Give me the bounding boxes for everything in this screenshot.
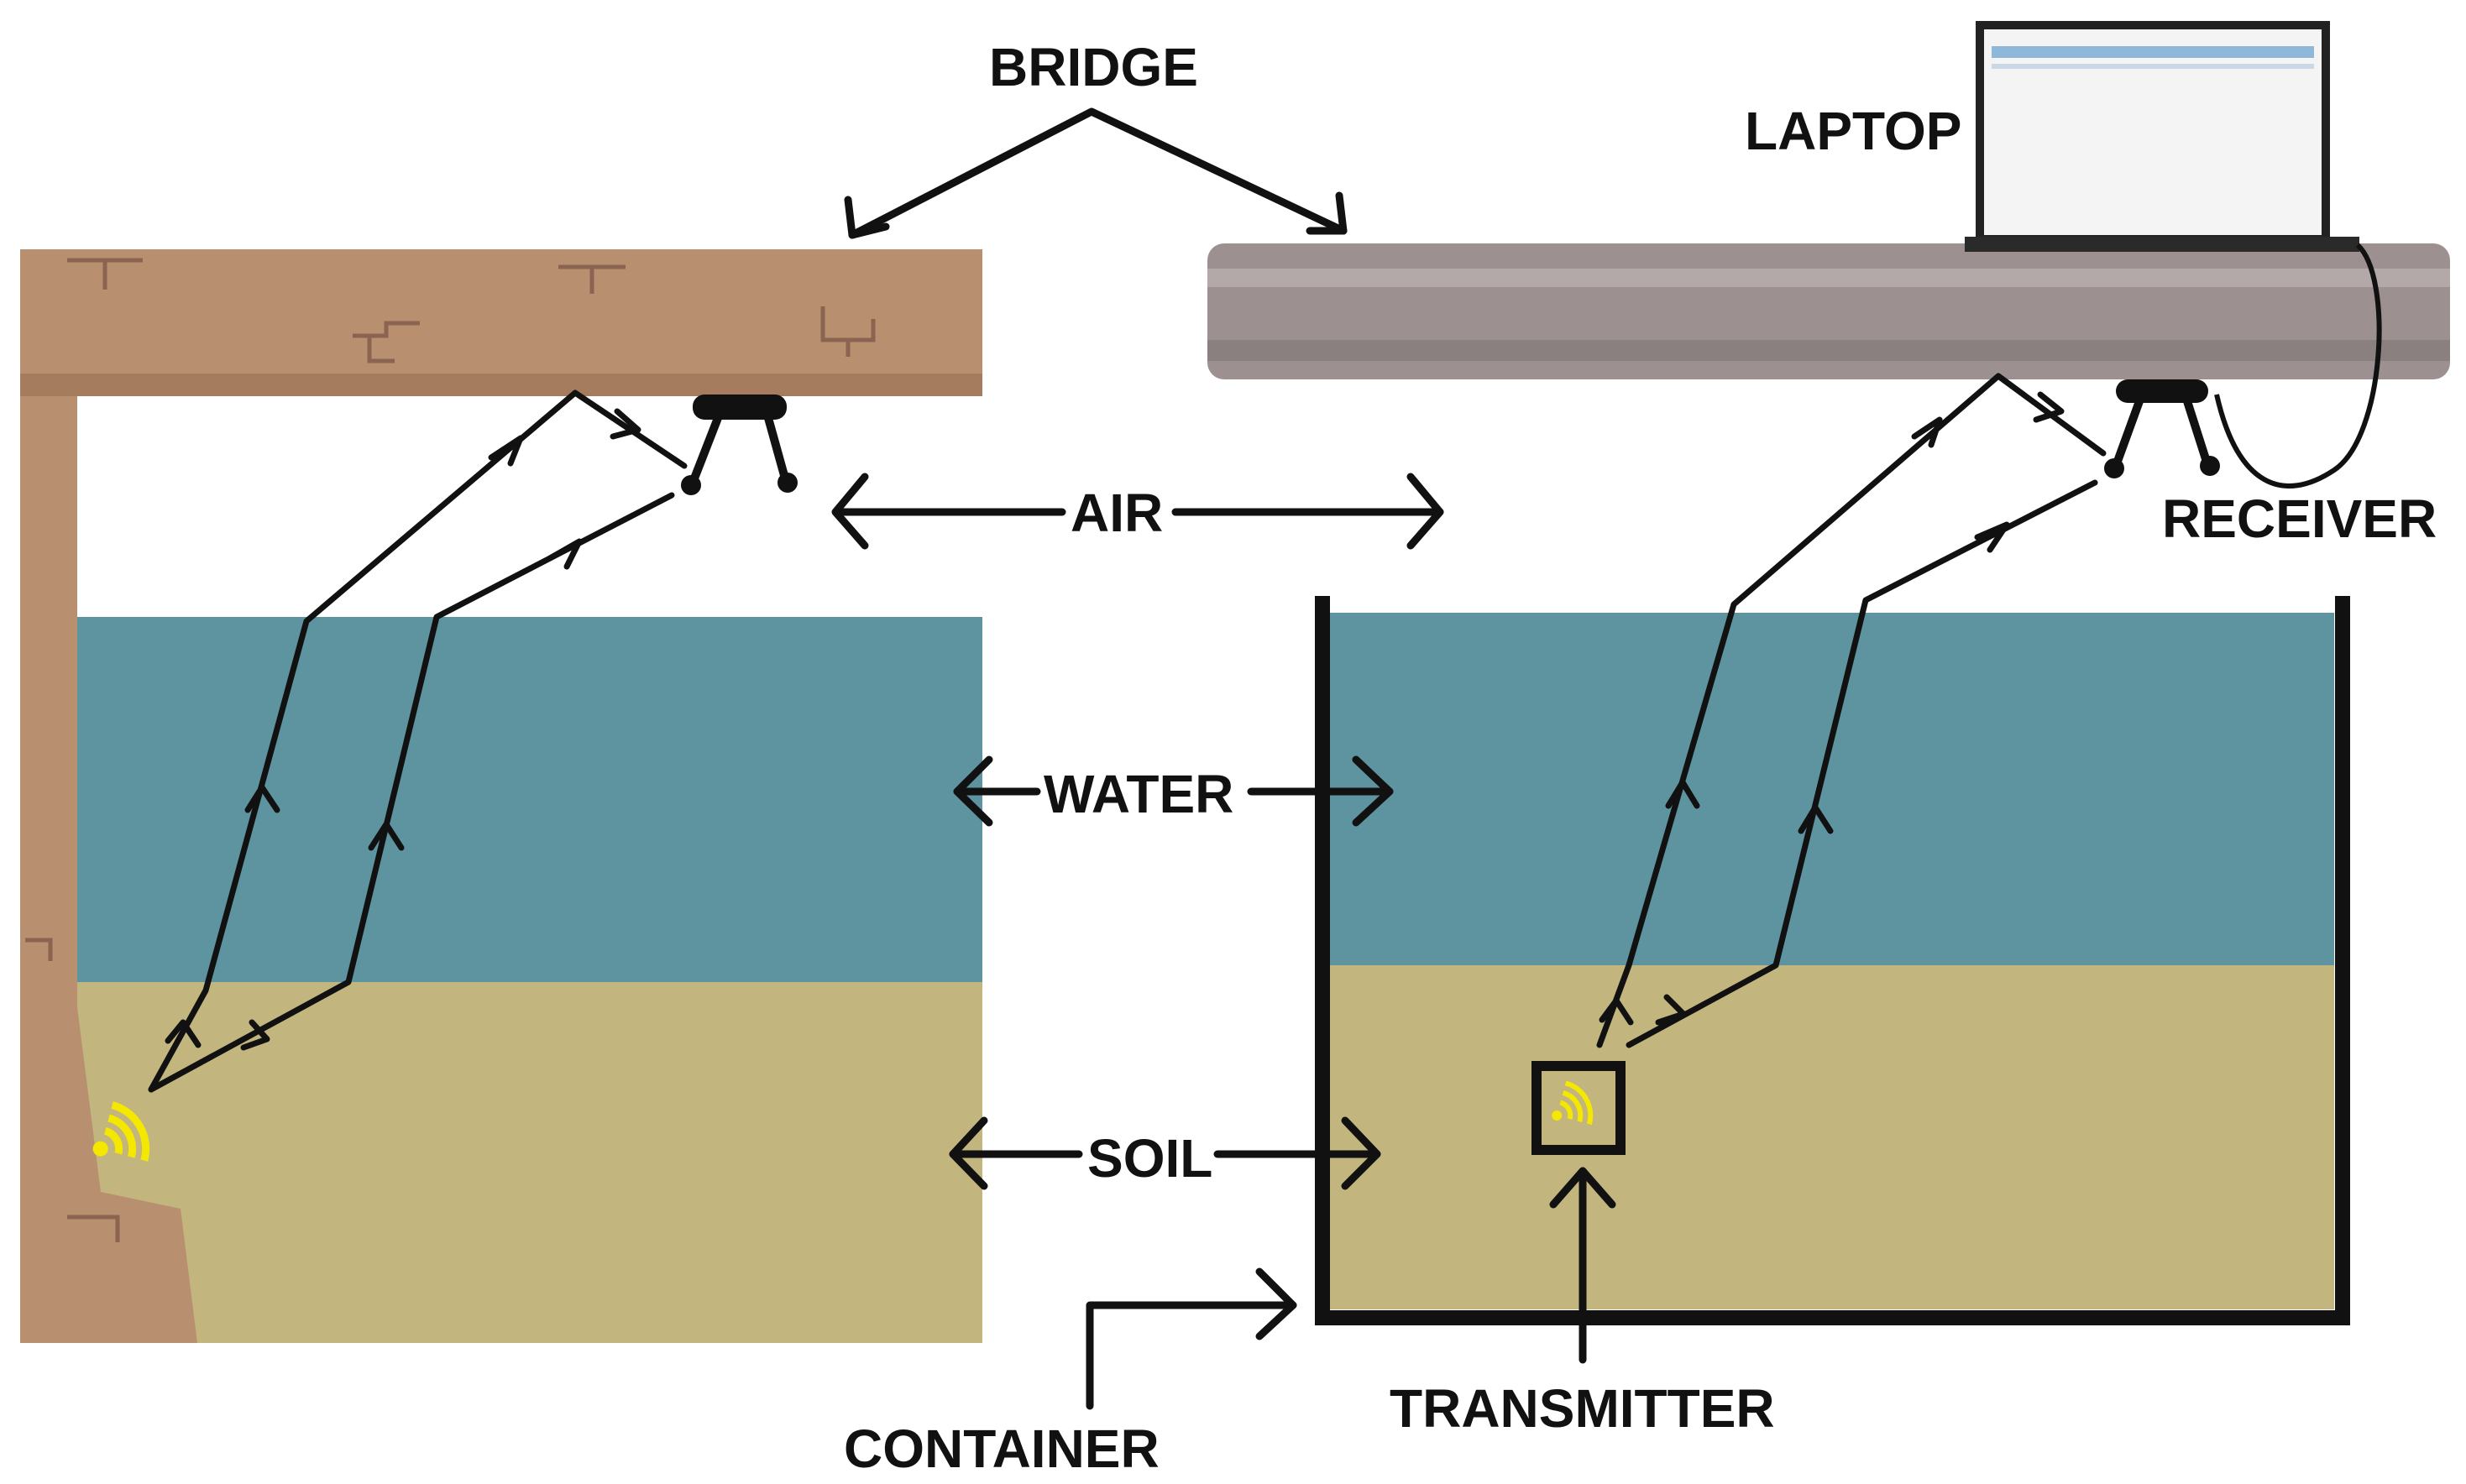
right-water-layer (1322, 613, 2334, 965)
receiver-label: RECEIVER (2162, 489, 2437, 549)
transmitter-box (1531, 1061, 1626, 1155)
left-deck-crack-2 (558, 264, 626, 294)
left-soil-layer (67, 982, 982, 1343)
left-bridge-deck-shadow (20, 374, 982, 396)
left-deck-crack-4 (820, 306, 876, 357)
left-scene (20, 249, 982, 1343)
laptop-icon (1965, 21, 2359, 252)
right-bridge-deck-highlight (1207, 269, 2450, 287)
right-soil-layer (1322, 965, 2334, 1309)
water-container (1315, 596, 2350, 1325)
soil-label: SOIL (1087, 1128, 1212, 1189)
container-label: CONTAINER (844, 1419, 1160, 1479)
right-receiver-icon (2104, 379, 2220, 478)
soil-arrow (949, 1116, 1381, 1190)
air-label: AIR (1071, 483, 1163, 543)
container-pointer-arrow (1086, 1267, 1297, 1410)
left-deck-crack-3 (353, 321, 420, 363)
left-transmitter-signal-icon (92, 1101, 150, 1162)
water-label: WATER (1044, 764, 1233, 824)
left-signal-path-upper (148, 389, 688, 1093)
bridge-label: BRIDGE (989, 37, 1198, 97)
water-arrow (953, 755, 1394, 827)
laptop-label: LAPTOP (1745, 101, 1961, 161)
right-bridge-deck-shade (1207, 340, 2450, 361)
left-deck-crack-1 (67, 258, 143, 290)
left-direction-arrows (165, 408, 641, 1051)
left-pillar-crack (25, 938, 120, 1242)
right-scene (1207, 21, 2450, 1325)
right-signal-path-lower (1626, 479, 2098, 1048)
transmitter-label: TRANSMITTER (1390, 1378, 1775, 1439)
air-arrow (831, 473, 1444, 550)
left-receiver-icon (681, 395, 798, 495)
left-bridge-pillar (20, 386, 197, 1343)
right-signal-path-upper (1596, 373, 2107, 1048)
transmitter-signal-icon (1552, 1080, 1594, 1126)
transmitter-pointer-arrow (1549, 1167, 1616, 1364)
bridge-pointer-arrows (844, 107, 1348, 239)
right-direction-arrows (1599, 391, 2065, 1026)
left-water-layer (67, 617, 982, 982)
receiver-cable (2214, 243, 2382, 489)
